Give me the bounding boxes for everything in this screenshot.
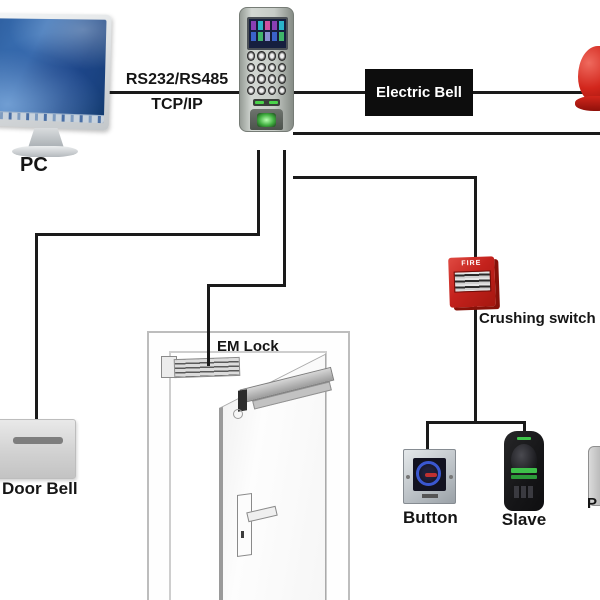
monitor-stand-neck [28, 128, 64, 148]
green-led [268, 101, 278, 104]
keypad-key [267, 85, 276, 95]
keypad-key [257, 74, 266, 84]
slave-reader-device [504, 431, 544, 511]
fingerprint-window [257, 113, 276, 127]
keypad-key [267, 51, 276, 61]
keypad-key [277, 62, 286, 72]
em-lock-label: EM Lock [217, 338, 279, 355]
power-unit-partial [588, 446, 600, 506]
wire-terminal-drop-right [283, 150, 286, 287]
keypad-key [257, 51, 266, 61]
terminal-keypad [247, 51, 286, 95]
fingerprint-terminal [239, 7, 294, 132]
keypad-key [247, 74, 256, 84]
door-keyhole [241, 531, 244, 538]
exit-button-face [413, 458, 446, 491]
keypad-key [257, 62, 266, 72]
button-label: Button [403, 508, 458, 527]
wire-terminal-row3 [293, 176, 477, 179]
screw-icon [449, 475, 453, 479]
door-bell-label: Door Bell [2, 479, 78, 498]
exit-button-text-mark [425, 473, 437, 477]
pc-label: PC [20, 154, 48, 176]
pc-monitor [0, 12, 112, 158]
terminal-screen [247, 17, 288, 50]
keypad-key [277, 74, 286, 84]
wire-pc-to-terminal [104, 91, 241, 94]
keypad-key [267, 62, 276, 72]
monitor-screen [0, 18, 107, 124]
wire-branch-horizontal [426, 421, 526, 424]
wire-emlock-horizontal [207, 284, 286, 287]
alarm-bell-base [575, 96, 600, 111]
monitor-taskbar [0, 110, 105, 124]
screw-icon [406, 475, 410, 479]
slave-green-stripe [511, 468, 537, 473]
monitor-stand-base [12, 146, 78, 157]
keypad-key [247, 85, 256, 95]
green-led [255, 101, 265, 104]
crushing-switch-label: Crushing switch [479, 310, 596, 327]
terminal-led-bar [253, 99, 280, 106]
exit-button-ring [416, 461, 441, 486]
slave-label: Slave [501, 510, 547, 529]
keypad-key [247, 62, 256, 72]
exit-button-caption-strip [422, 494, 438, 498]
electric-bell-label: Electric Bell [376, 84, 462, 101]
door-peephole [233, 409, 243, 419]
door-handle-plate [237, 492, 252, 558]
wire-terminal-drop-left [257, 150, 260, 236]
keypad-key [277, 85, 286, 95]
link-protocol-top-label: RS232/RS485 [125, 71, 229, 88]
keypad-key [257, 85, 266, 95]
wire-emlock-vertical [207, 284, 210, 366]
wire-button-drop [426, 421, 429, 450]
terminal-screen-icons [251, 32, 284, 41]
keypad-key [277, 51, 286, 61]
wire-doorbell-horizontal [35, 233, 260, 236]
link-protocol-bottom-label: TCP/IP [151, 96, 203, 113]
fingerprint-sensor [250, 109, 283, 130]
door-bell-slot [13, 437, 63, 444]
terminal-screen-icons [251, 21, 284, 30]
electric-bell-box: Electric Bell [365, 69, 473, 116]
wire-slave-drop [523, 421, 526, 435]
slave-led [517, 437, 531, 440]
power-label-partial: P [587, 495, 598, 512]
door-bell-device [0, 419, 76, 479]
crushing-switch-device: FIRE [448, 256, 496, 308]
wire-terminal-row2 [293, 132, 600, 135]
crushing-switch-glass [453, 270, 492, 293]
wire-doorbell-vertical [35, 233, 38, 421]
monitor-frame [0, 13, 112, 131]
keypad-key [247, 51, 256, 61]
alarm-bell [578, 46, 600, 102]
exit-button-device [403, 449, 456, 504]
slave-button-grid [514, 486, 534, 498]
fire-text: FIRE [461, 259, 482, 268]
keypad-key [267, 74, 276, 84]
slave-green-stripe [511, 475, 537, 479]
